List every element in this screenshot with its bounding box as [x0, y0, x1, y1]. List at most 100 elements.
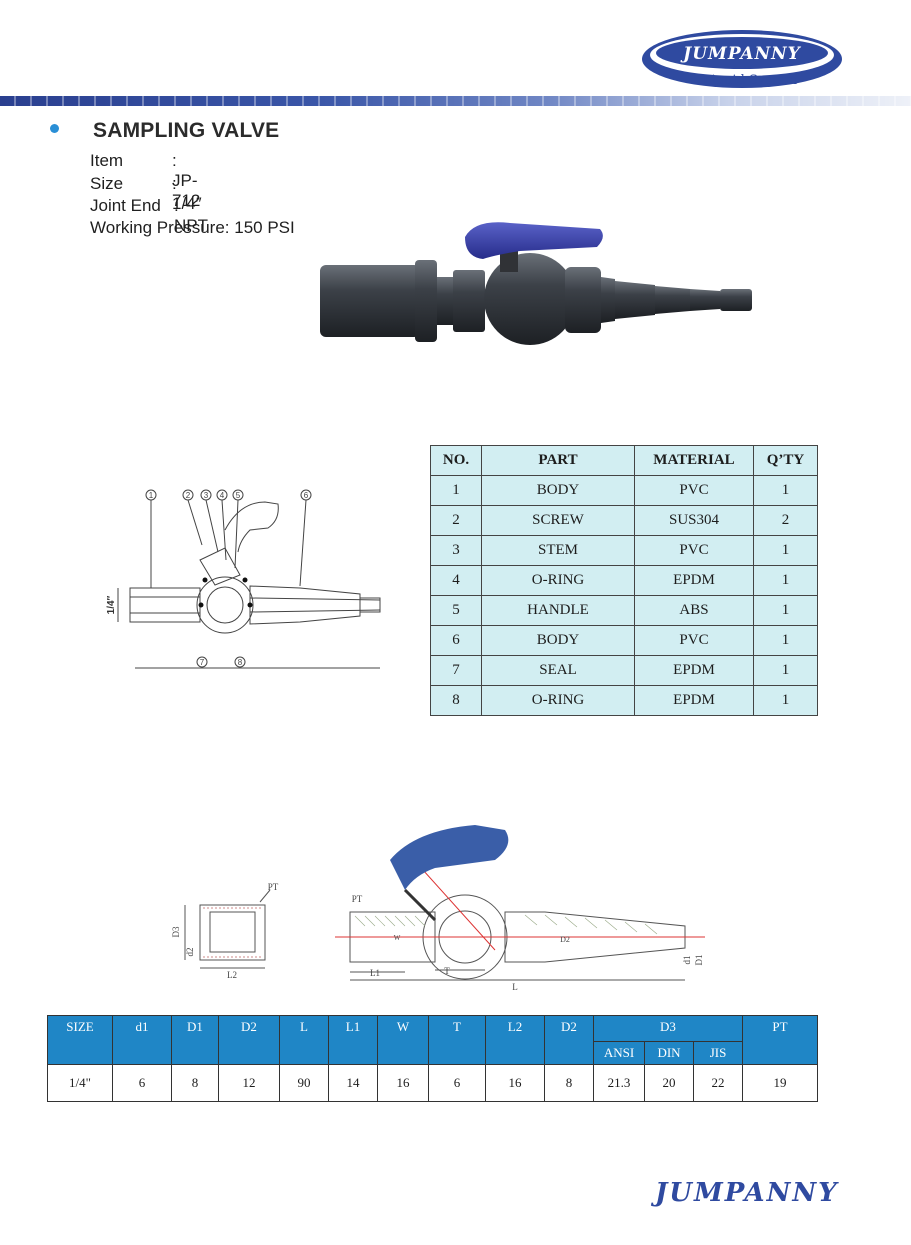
callout-4: 4: [220, 491, 225, 500]
spec-size-label: Size: [90, 174, 124, 193]
cell-material: ABS: [634, 595, 754, 626]
cell-material: EPDM: [634, 685, 754, 716]
cell-material: PVC: [634, 475, 754, 506]
product-title: SAMPLING VALVE: [93, 119, 280, 142]
label-pt-right: PT: [352, 894, 363, 904]
title-bullet: [50, 124, 59, 133]
cell-qty: 1: [753, 625, 818, 656]
cell-no: 3: [430, 535, 482, 566]
col-L2: L2: [485, 1015, 545, 1065]
cell-part: BODY: [481, 475, 635, 506]
spec-item-value: : JP-712: [172, 151, 201, 210]
col-jis: JIS: [693, 1041, 743, 1065]
label-t: T: [444, 966, 450, 976]
cell-jis: 22: [693, 1064, 743, 1102]
cell-L2: 16: [485, 1064, 545, 1102]
cell-no: 8: [430, 685, 482, 716]
col-D2: D2: [218, 1015, 280, 1065]
dimension-diagram: PT D3 d2 L2 PT L1 T L W D2 d1 D1: [171, 825, 705, 992]
footer-brand: JUMPANNY: [655, 1178, 839, 1208]
col-ansi: ANSI: [593, 1041, 645, 1065]
logo-tagline: Liquid System: [703, 73, 797, 88]
cell-part: BODY: [481, 625, 635, 656]
label-l1: L1: [370, 968, 380, 978]
label-l2: L2: [227, 970, 237, 980]
dimension-header-row: SIZE d1 D1 D2 L L1 W T L2 D2 D3 PT: [47, 1015, 818, 1065]
label-D1: D1: [694, 955, 704, 966]
col-material: MATERIAL: [634, 445, 754, 476]
label-l: L: [512, 982, 518, 992]
spec-joint-value: : NPT: [174, 196, 208, 235]
spec-size-value: : 1/4″: [172, 174, 202, 213]
cell-material: SUS304: [634, 505, 754, 536]
col-W: W: [377, 1015, 429, 1065]
cell-pt: 19: [742, 1064, 818, 1102]
col-no: NO.: [430, 445, 482, 476]
label-d2: d2: [185, 948, 195, 957]
cell-qty: 1: [753, 565, 818, 596]
cell-qty: 1: [753, 685, 818, 716]
cell-material: EPDM: [634, 655, 754, 686]
cell-qty: 2: [753, 505, 818, 536]
cell-qty: 1: [753, 595, 818, 626]
callout-3: 3: [204, 491, 209, 500]
header-band: [0, 96, 911, 106]
spec-pressure: Working Pressure: 150 PSI: [90, 218, 295, 238]
cell-ansi: 21.3: [593, 1064, 645, 1102]
cell-part: O-RING: [481, 565, 635, 596]
cell-qty: 1: [753, 535, 818, 566]
cell-part: STEM: [481, 535, 635, 566]
col-din: DIN: [644, 1041, 694, 1065]
spec-item: Item : JP-712: [90, 151, 200, 210]
cell-no: 5: [430, 595, 482, 626]
table-row: 1/4" 6 8 12 90 14 16 6 16 8 21.3 20 22 1…: [47, 1064, 818, 1102]
col-T: T: [428, 1015, 486, 1065]
col-L: L: [279, 1015, 329, 1065]
label-d1: d1: [682, 956, 692, 965]
col-part: PART: [481, 445, 635, 476]
col-d1: d1: [112, 1015, 172, 1065]
dimension-subheader-row: ANSI DIN JIS: [48, 1041, 818, 1065]
cell-L: 90: [279, 1064, 329, 1102]
dimension-table: SIZE d1 D1 D2 L L1 W T L2 D2 D3 PT ANSI …: [47, 1015, 818, 1102]
cell-din: 20: [644, 1064, 694, 1102]
callout-2: 2: [186, 491, 191, 500]
cell-material: PVC: [634, 535, 754, 566]
spec-joint-label: Joint End: [90, 196, 161, 215]
spec-size: Size : 1/4″: [90, 174, 202, 213]
cell-no: 6: [430, 625, 482, 656]
label-d3: D3: [171, 926, 181, 937]
cell-part: SCREW: [481, 505, 635, 536]
cell-L1: 14: [328, 1064, 378, 1102]
cell-d2: 8: [544, 1064, 594, 1102]
spec-pressure-value: : 150 PSI: [224, 218, 295, 237]
spec-pressure-label: Working Pressure: [90, 218, 225, 237]
cell-qty: 1: [753, 475, 818, 506]
callout-1: 1: [149, 491, 154, 500]
col-D3: D3: [593, 1015, 743, 1042]
cell-no: 1: [430, 475, 482, 506]
cell-D1: 8: [171, 1064, 219, 1102]
cell-size: 1/4": [47, 1064, 113, 1102]
col-D1: D1: [171, 1015, 219, 1065]
cell-part: SEAL: [481, 655, 635, 686]
cell-d1: 6: [112, 1064, 172, 1102]
callout-8: 8: [238, 658, 243, 667]
cell-material: PVC: [634, 625, 754, 656]
cell-no: 2: [430, 505, 482, 536]
cell-part: O-RING: [481, 685, 635, 716]
brand-logo: JUMPANNY Liquid System: [642, 30, 842, 88]
cell-material: EPDM: [634, 565, 754, 596]
label-D2: D2: [560, 935, 570, 944]
cell-qty: 1: [753, 655, 818, 686]
callout-7: 7: [200, 658, 205, 667]
label-w: W: [394, 934, 401, 942]
